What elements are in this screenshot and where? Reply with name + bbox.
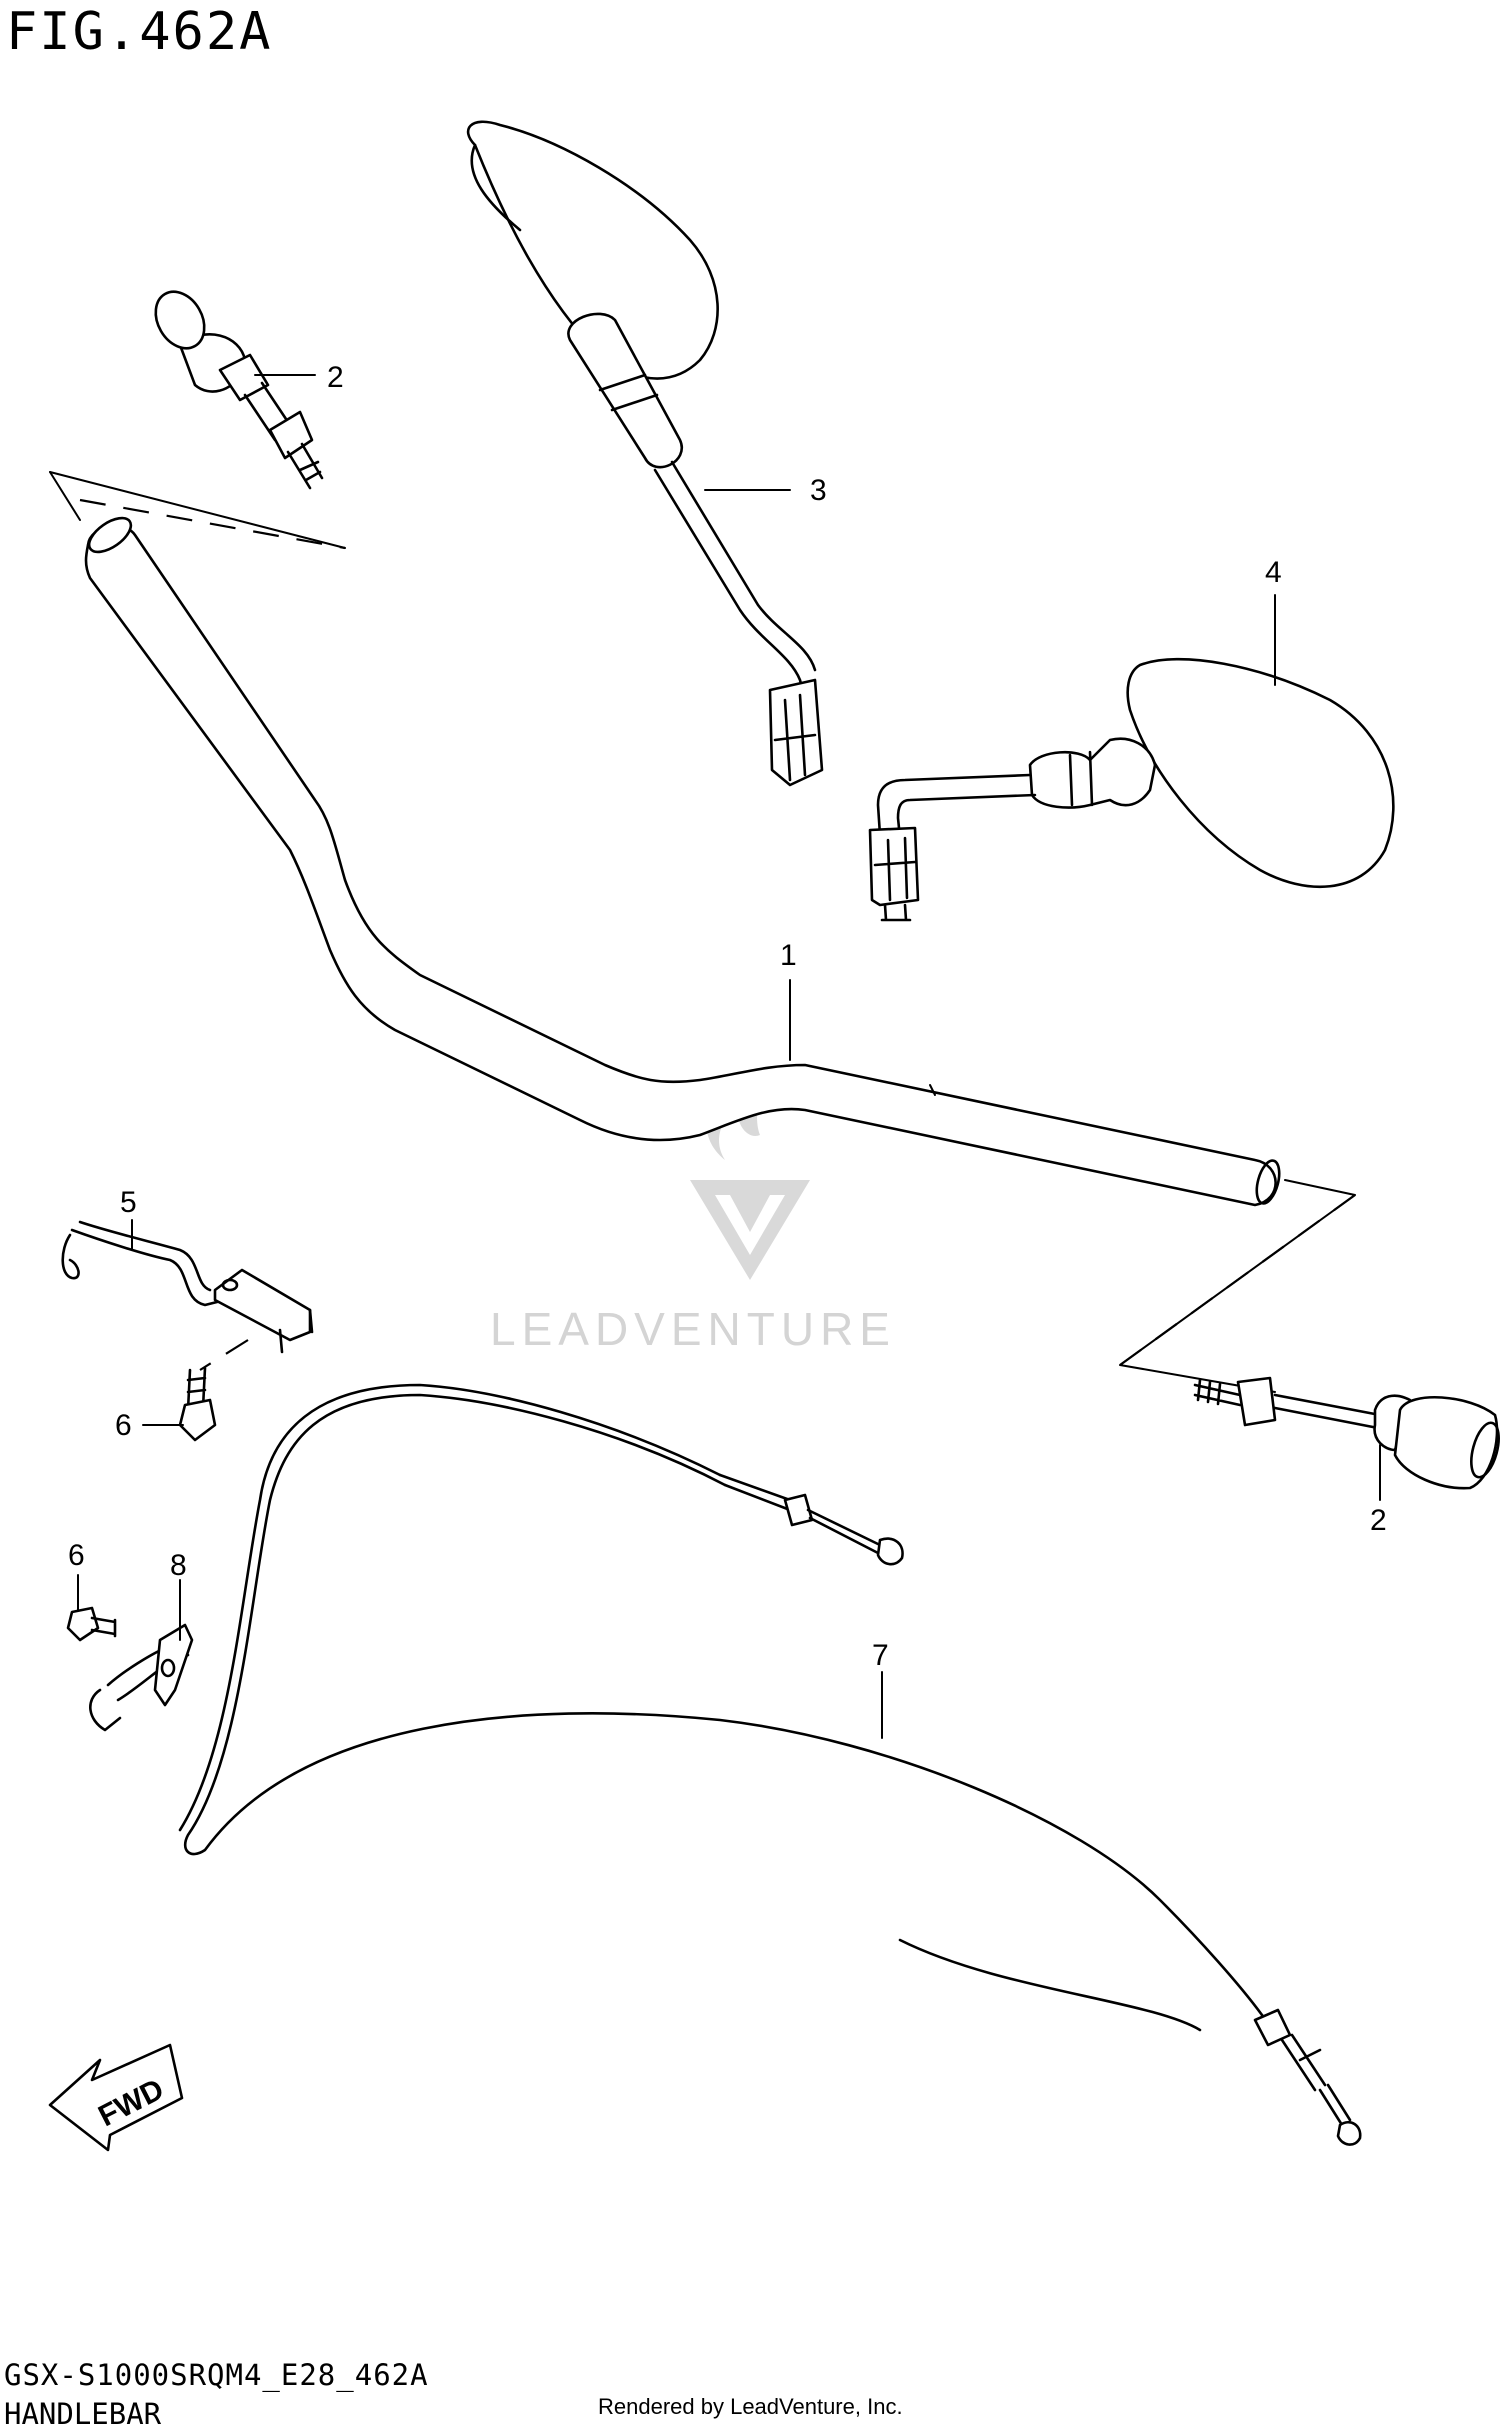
alignment-bracket-right [1119,1179,1356,1393]
callout-2-lower: 2 [1370,1504,1387,1537]
clamp-bracket-part [61,1220,314,1371]
watermark-text: LEADVENTURE [490,1303,896,1355]
callout-4: 4 [1265,556,1282,589]
callout-5: 5 [120,1186,137,1219]
bar-end-weight-left [154,290,324,490]
leader-lines [77,374,1381,1739]
clamp-part [89,1623,194,1732]
callout-2-upper: 2 [327,361,344,394]
render-credit: Rendered by LeadVenture, Inc. [598,2394,903,2419]
alignment-bracket-left [49,471,346,550]
callout-8: 8 [170,1549,187,1582]
model-code: GSX-S1000SRQM4_E28_462A [4,2358,429,2392]
callout-1: 1 [780,939,797,972]
handlebar-part [84,516,1281,1207]
clutch-cable-part [178,1383,1362,2146]
callout-7: 7 [872,1639,889,1672]
mirror-left [466,120,824,787]
bolt-part-lower [66,1606,117,1642]
figure-title: FIG.462A [6,2,273,62]
bolt-part-upper [178,1366,217,1442]
mirror-right [868,657,1395,922]
callout-3: 3 [810,474,827,507]
bar-end-weight-right [1193,1376,1500,1490]
fwd-arrow-icon: FWD [48,2043,184,2152]
callout-6-lower: 6 [68,1539,85,1572]
callout-6-upper: 6 [115,1409,132,1442]
callout-numbers: 2 3 4 1 5 6 6 8 7 2 [68,361,1387,1672]
